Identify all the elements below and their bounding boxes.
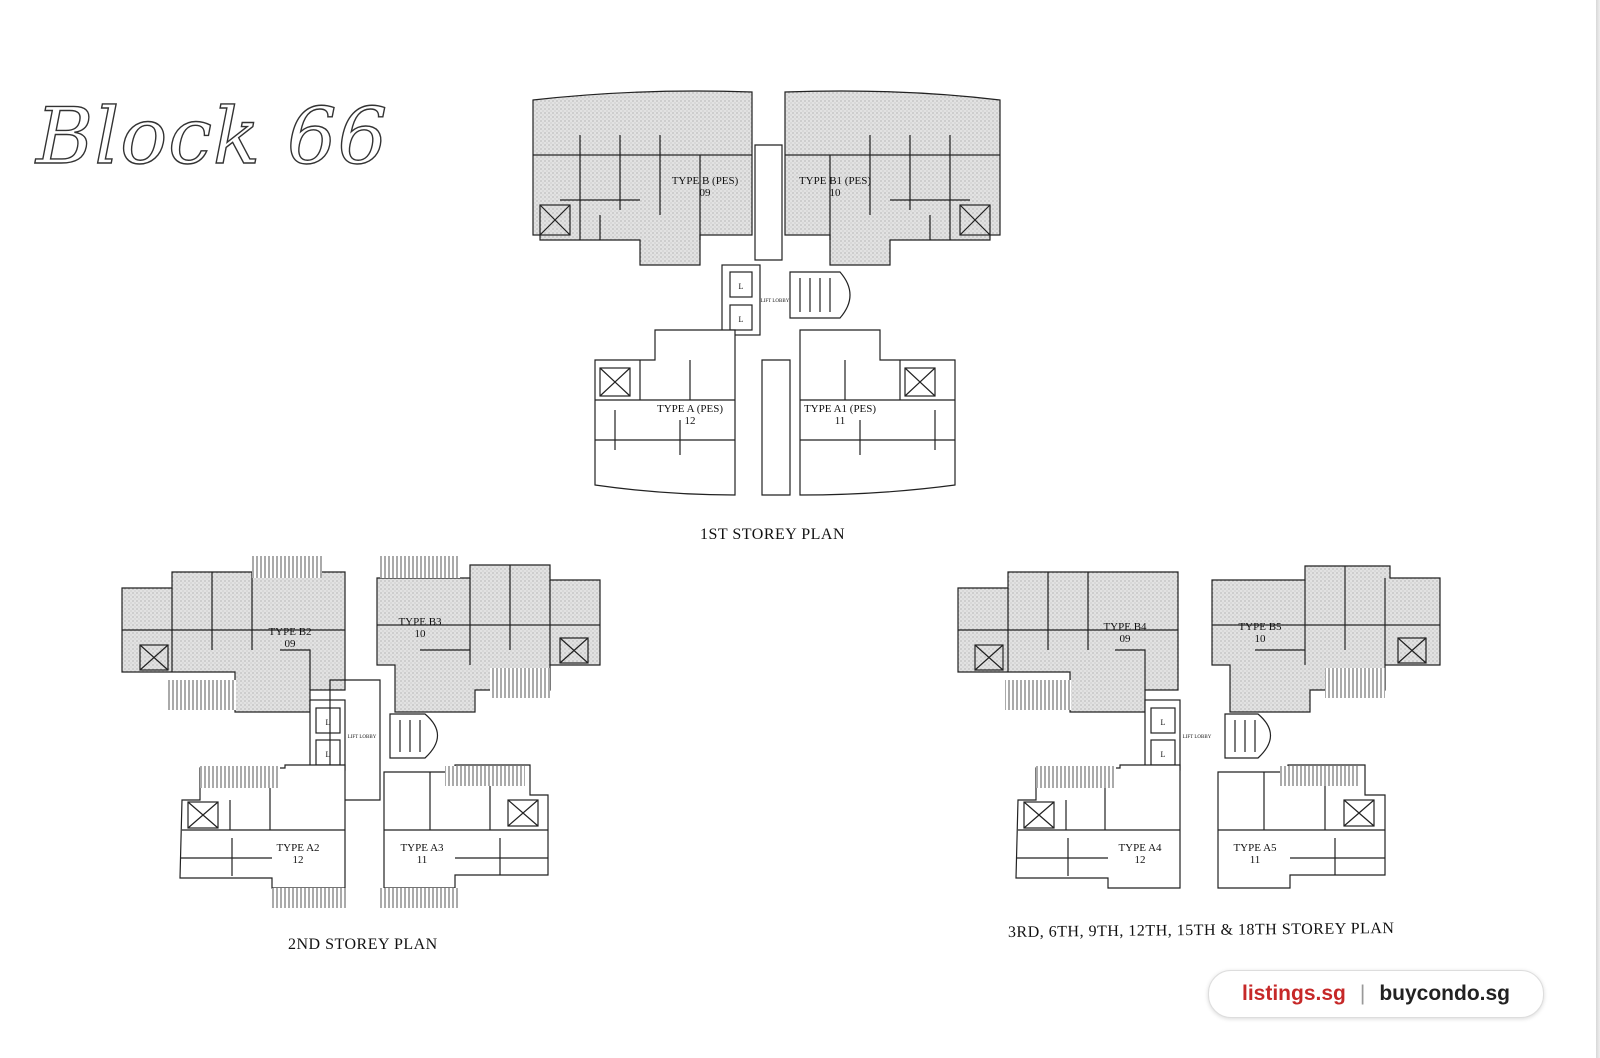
unit-number: 11 bbox=[417, 854, 428, 866]
first-storey-labels: TYPE B (PES) 09 TYPE B1 (PES) 10 TYPE A … bbox=[657, 175, 876, 427]
watermark-site-b: buycondo.sg bbox=[1379, 982, 1510, 1005]
unit-label: TYPE A5 bbox=[1233, 842, 1277, 854]
second-storey-caption: 2ND STOREY PLAN bbox=[288, 936, 438, 953]
lift-label: L bbox=[326, 718, 331, 727]
lift-label: L bbox=[1161, 718, 1166, 727]
unit-label: TYPE A1 (PES) bbox=[804, 403, 876, 415]
unit-number: 09 bbox=[1120, 633, 1132, 645]
unit-label: TYPE B4 bbox=[1103, 621, 1147, 633]
lift-label: L bbox=[326, 750, 331, 759]
unit-number: 10 bbox=[1255, 633, 1267, 645]
unit-number: 12 bbox=[1135, 854, 1146, 866]
lift-label: L bbox=[739, 315, 744, 324]
typical-storey-plan bbox=[957, 565, 1441, 889]
unit-label: TYPE A (PES) bbox=[657, 403, 723, 415]
unit-label: TYPE B (PES) bbox=[672, 175, 739, 187]
watermark: listings.sg | buycondo.sg bbox=[1208, 970, 1544, 1018]
lift-lobby-label: LIFT LOBBY bbox=[1183, 735, 1212, 740]
typical-storey-labels: TYPE B4 09 TYPE B5 10 TYPE A4 12 TYPE A5… bbox=[1103, 621, 1282, 866]
lift-label: L bbox=[1161, 750, 1166, 759]
unit-label: TYPE B3 bbox=[398, 616, 442, 628]
first-storey-plan bbox=[532, 90, 1001, 496]
unit-label: TYPE A4 bbox=[1118, 842, 1162, 854]
second-storey-labels: TYPE B2 09 TYPE B3 10 TYPE A2 12 TYPE A3… bbox=[268, 616, 444, 866]
unit-number: 09 bbox=[285, 638, 297, 650]
unit-label: TYPE B1 (PES) bbox=[799, 175, 871, 187]
unit-number: 12 bbox=[293, 854, 304, 866]
unit-number: 11 bbox=[835, 415, 846, 427]
unit-label: TYPE A2 bbox=[276, 842, 319, 854]
unit-label: TYPE A3 bbox=[400, 842, 444, 854]
unit-number: 10 bbox=[415, 628, 427, 640]
second-storey-plan bbox=[121, 556, 601, 908]
unit-b-pes-outline bbox=[532, 90, 753, 266]
unit-b1-pes-outline bbox=[784, 90, 1001, 266]
unit-number: 12 bbox=[685, 415, 696, 427]
lift-lobby-label: LIFT LOBBY bbox=[348, 735, 377, 740]
watermark-site-a: listings.sg bbox=[1242, 982, 1346, 1005]
first-storey-caption: 1ST STOREY PLAN bbox=[700, 526, 846, 543]
unit-label: TYPE B2 bbox=[268, 626, 311, 638]
scan-edge bbox=[1558, 0, 1600, 1058]
watermark-separator: | bbox=[1359, 982, 1366, 1005]
unit-number: 11 bbox=[1250, 854, 1261, 866]
unit-number: 10 bbox=[830, 187, 842, 199]
unit-number: 09 bbox=[700, 187, 712, 199]
unit-a1-pes-outline bbox=[799, 329, 956, 496]
unit-label: TYPE B5 bbox=[1238, 621, 1282, 633]
page-title: Block 66 bbox=[35, 91, 389, 182]
lift-lobby-label: LIFT LOBBY bbox=[761, 299, 790, 304]
lift-label: L bbox=[739, 282, 744, 291]
